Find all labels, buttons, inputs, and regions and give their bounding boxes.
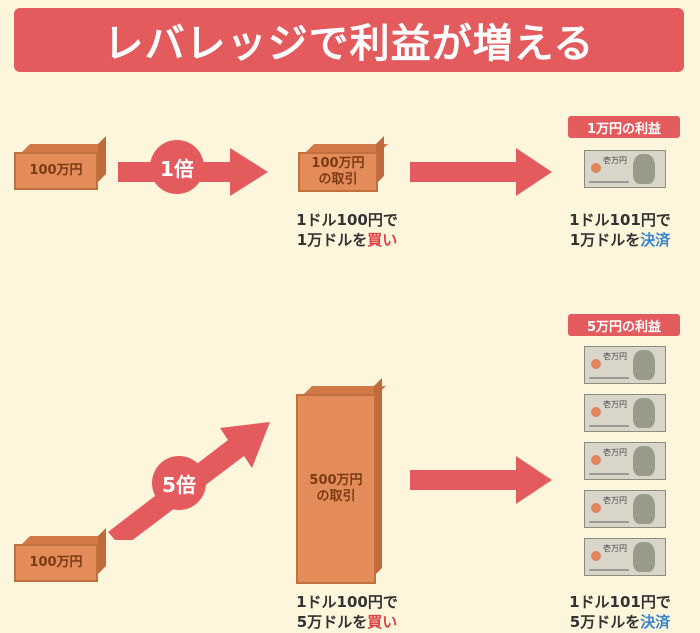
profit-badge-1x: 1万円の利益 <box>568 116 680 138</box>
trade-amount-5x: 500万円 <box>309 473 363 489</box>
multiplier-1x: 1倍 <box>150 140 204 194</box>
buy-caption-1x: 1ドル100円で 1万ドルを買い <box>296 211 398 249</box>
arrow-1x-long <box>410 148 552 196</box>
settle-caption-5x: 1ドル101円で 5万ドルを決済 <box>569 593 671 631</box>
banknote-1x: 壱万円 <box>584 150 666 188</box>
settle-caption-1x: 1ドル101円で 1万ドルを決済 <box>569 211 671 249</box>
banknote-5x-5: 壱万円 <box>584 538 666 576</box>
trade-label-5x: の取引 <box>316 489 356 504</box>
banknote-5x-1: 壱万円 <box>584 346 666 384</box>
start-box-5x: 100万円 <box>14 528 106 582</box>
buy-caption-5x: 1ドル100円で 5万ドルを買い <box>296 593 398 631</box>
page-title: レバレッジで利益が増える <box>14 8 684 72</box>
banknote-5x-4: 壱万円 <box>584 490 666 528</box>
start-box-1x: 100万円 <box>14 136 106 190</box>
arrow-5x-long <box>410 456 552 504</box>
trade-amount-1x: 100万円 <box>311 156 365 172</box>
trade-label-1x: の取引 <box>318 172 358 187</box>
trade-box-5x: 500万円 の取引 <box>296 378 386 586</box>
banknote-5x-2: 壱万円 <box>584 394 666 432</box>
profit-badge-5x: 5万円の利益 <box>568 314 680 336</box>
trade-box-1x: 100万円 の取引 <box>298 136 388 192</box>
multiplier-5x: 5倍 <box>152 456 206 510</box>
banknote-5x-3: 壱万円 <box>584 442 666 480</box>
